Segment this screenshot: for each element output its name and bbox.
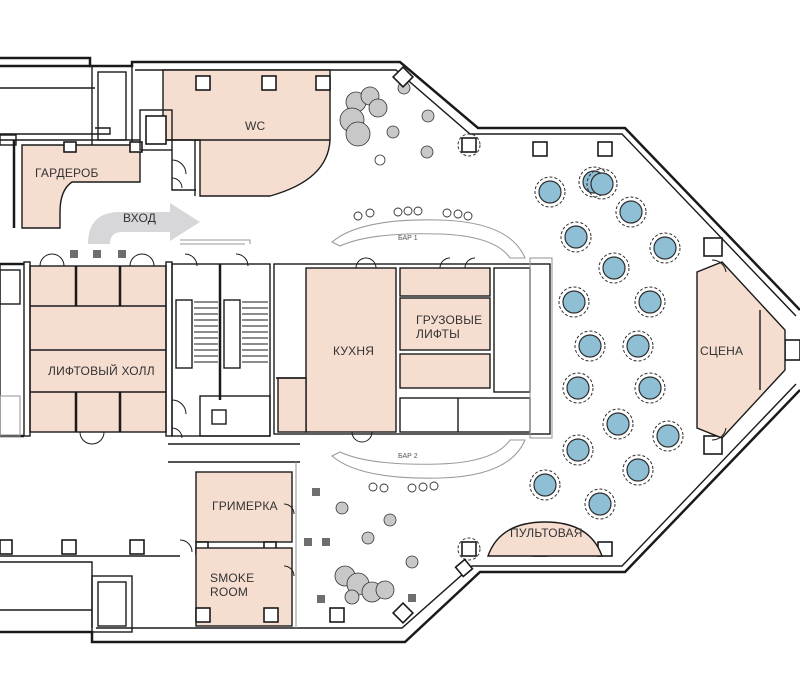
table-chairs-ring	[560, 221, 592, 253]
round-table[interactable]	[562, 290, 586, 314]
table-chairs-ring	[615, 196, 647, 228]
mid-corridor	[70, 239, 251, 258]
round-table[interactable]	[588, 492, 612, 516]
table-chairs-ring	[584, 488, 616, 520]
table-chairs-ring	[598, 252, 630, 284]
table-chairs-ring	[534, 176, 566, 208]
table-chairs-ring	[622, 454, 654, 486]
round-tables	[529, 166, 684, 520]
round-table[interactable]	[653, 236, 677, 260]
entrance-arrow[interactable]: ВХОД	[88, 203, 200, 244]
round-table[interactable]	[578, 334, 602, 358]
table-chairs-ring	[649, 232, 681, 264]
table-chairs-ring	[634, 286, 666, 318]
stage-area: СЦЕНА	[696, 259, 786, 441]
round-table[interactable]	[619, 200, 643, 224]
dressing-room-label: ГРИМЕРКА	[212, 499, 278, 513]
kitchen-label: КУХНЯ	[333, 344, 374, 358]
round-table[interactable]	[626, 458, 650, 482]
round-table[interactable]	[566, 376, 590, 400]
table-chairs-ring	[562, 372, 594, 404]
round-table[interactable]	[638, 376, 662, 400]
round-table[interactable]	[602, 256, 626, 280]
stairs-left	[194, 301, 218, 363]
stage-label: СЦЕНА	[700, 344, 743, 358]
lift-hall-label: ЛИФТОВЫЙ ХОЛЛ	[48, 363, 155, 378]
bar-1: БАР 1	[331, 219, 526, 259]
garderob-room: ГАРДЕРОБ	[12, 140, 143, 229]
left-top-corridor	[0, 65, 140, 147]
table-chairs-ring	[586, 168, 618, 200]
round-table[interactable]	[606, 412, 630, 436]
round-table[interactable]	[656, 424, 680, 448]
control-room: ПУЛЬТОВАЯ	[487, 521, 603, 557]
smoke-room: SMOKE ROOM	[179, 539, 295, 627]
lounge-bottom	[304, 488, 419, 605]
bar-stools	[353, 206, 473, 493]
wc-room: WC	[139, 69, 331, 197]
round-table[interactable]	[638, 290, 662, 314]
lounge-top	[339, 81, 435, 166]
table-chairs-ring	[562, 434, 594, 466]
wc-label: WC	[245, 119, 266, 133]
bar-2: БАР 2	[331, 439, 526, 479]
left-bottom-corridor	[0, 462, 297, 633]
garderob-label: ГАРДЕРОБ	[35, 166, 99, 180]
table-chairs-ring	[529, 469, 561, 501]
table-chairs-ring	[574, 330, 606, 362]
bar1-label: БАР 1	[398, 235, 418, 242]
table-chairs-ring	[602, 408, 634, 440]
control-room-label: ПУЛЬТОВАЯ	[510, 526, 583, 540]
smoke-room-label-2: ROOM	[210, 585, 248, 599]
round-table[interactable]	[564, 225, 588, 249]
table-chairs-ring	[622, 330, 654, 362]
kitchen-block: КУХНЯ ГРУЗОВЫЕ ЛИФТЫ	[273, 257, 553, 443]
freight-lifts-label-2: ЛИФТЫ	[416, 327, 460, 341]
round-table[interactable]	[533, 473, 557, 497]
round-table[interactable]	[566, 438, 590, 462]
stairwells	[168, 253, 300, 463]
smoke-room-label-1: SMOKE	[210, 571, 254, 585]
freight-lifts-label-1: ГРУЗОВЫЕ	[416, 313, 482, 327]
bar2-label: БАР 2	[398, 453, 418, 460]
round-table[interactable]	[626, 334, 650, 358]
table-chairs-ring	[652, 420, 684, 452]
stairs-right	[242, 301, 268, 363]
dressing-room: ГРИМЕРКА	[195, 471, 295, 555]
round-table[interactable]	[538, 180, 562, 204]
entrance-label: ВХОД	[123, 211, 156, 225]
lift-hall: ЛИФТОВЫЙ ХОЛЛ	[0, 253, 173, 445]
table-chairs-ring	[558, 286, 590, 318]
round-table[interactable]	[590, 172, 614, 196]
table-chairs-ring	[634, 372, 666, 404]
